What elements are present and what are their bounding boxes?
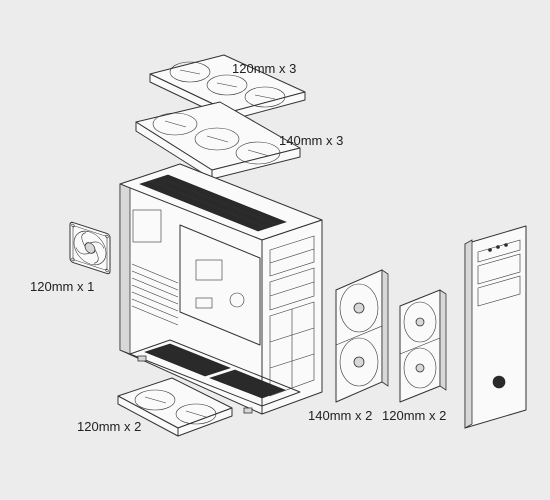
- rear-120mm-fan: [69, 220, 111, 276]
- label-rear-120mm-fan: 120mm x 1: [30, 279, 95, 294]
- label-front-140mm-fans: 140mm x 2: [308, 408, 373, 423]
- front-120mm-fan-pair: [399, 289, 447, 403]
- bottom-120mm-fan-pair: [117, 377, 233, 437]
- top-120mm-fan-tray: [149, 54, 306, 121]
- label-bottom-120mm-fans: 120mm x 2: [77, 419, 142, 434]
- label-top-120mm-fans: 120mm x 3: [232, 61, 297, 76]
- case-chassis: [119, 163, 323, 415]
- front-panel: [464, 225, 527, 429]
- front-140mm-fan-pair: [335, 269, 389, 403]
- label-front-120mm-fans: 120mm x 2: [382, 408, 447, 423]
- label-top-140mm-fans: 140mm x 3: [279, 133, 344, 148]
- top-140mm-fan-tray: [135, 101, 301, 180]
